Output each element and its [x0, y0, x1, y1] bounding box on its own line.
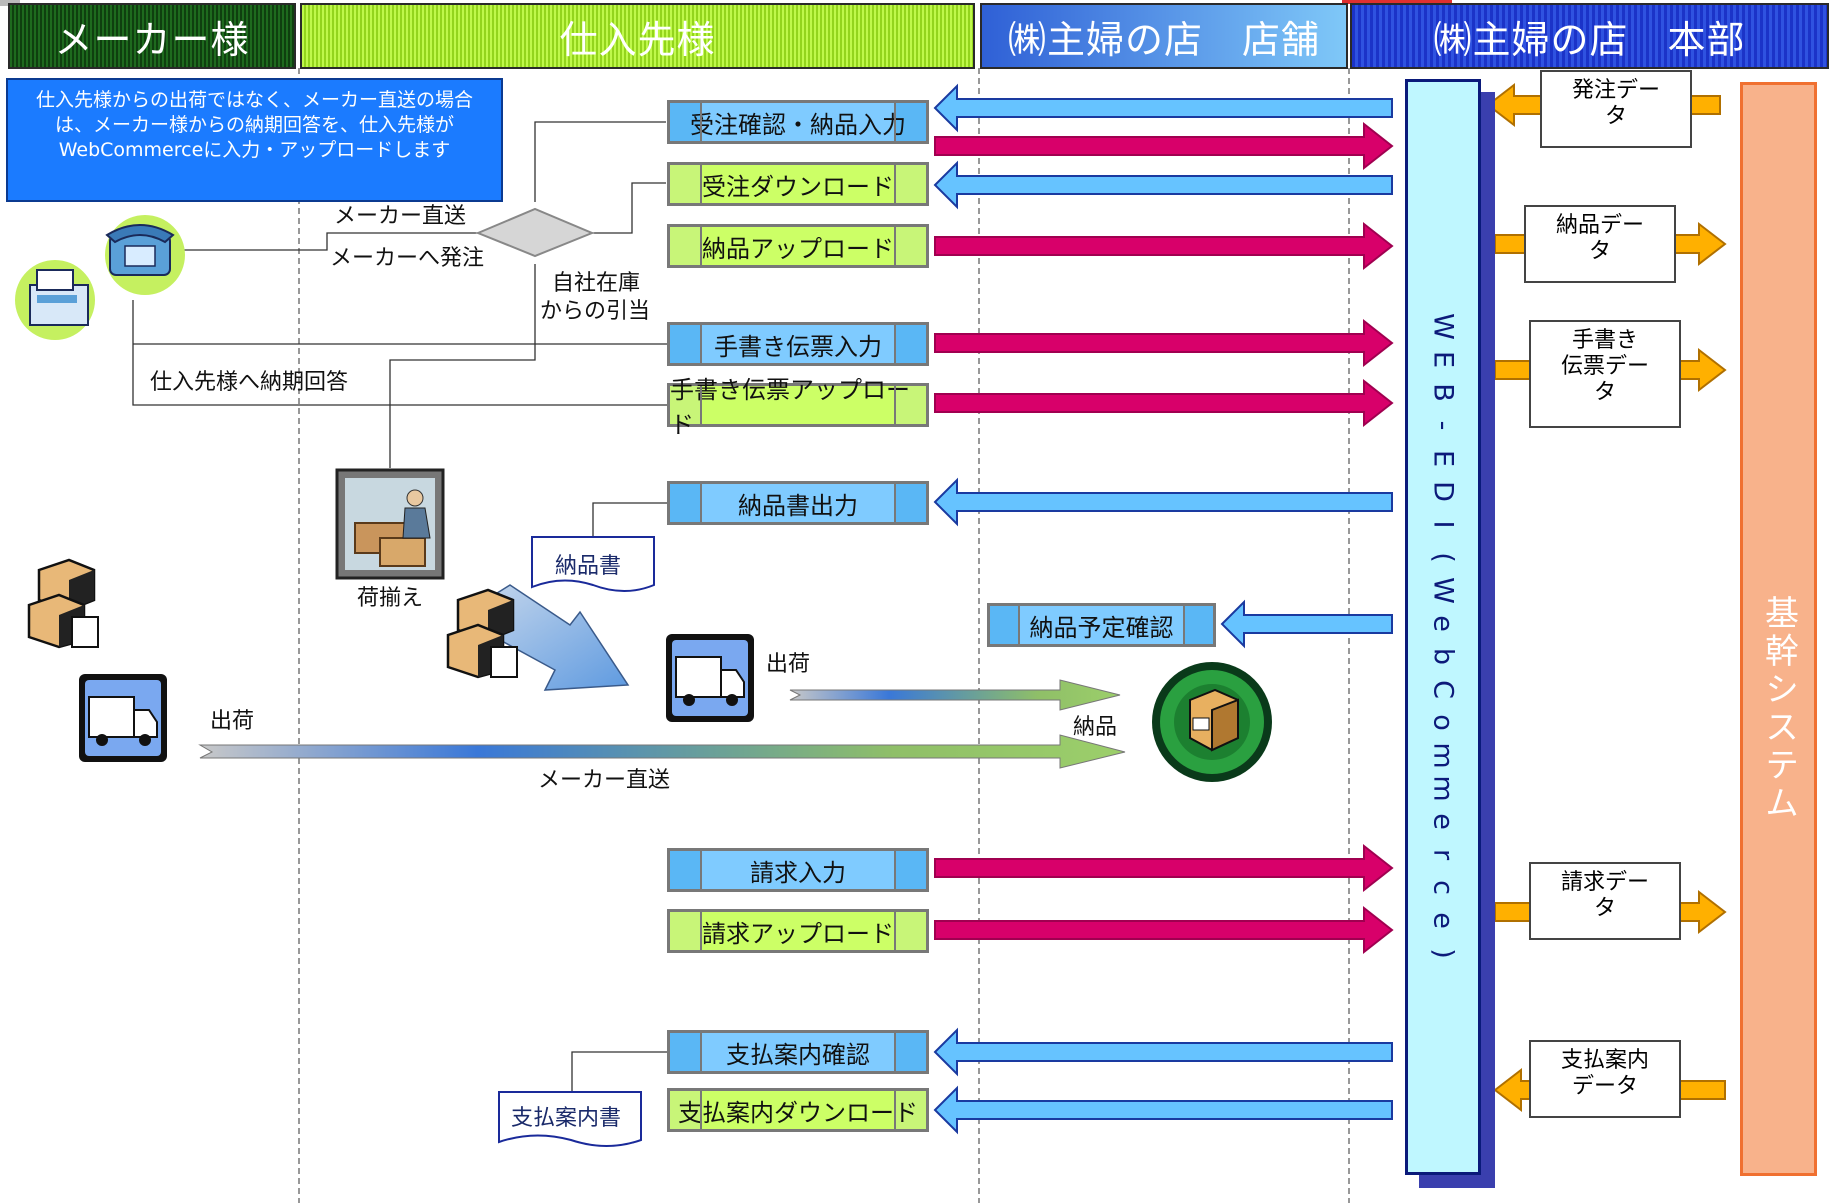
magenta-arrow-2	[934, 318, 1394, 368]
core-system-column: 基幹システム	[1740, 82, 1817, 1176]
box-label: 請求入力	[750, 858, 846, 887]
blue-arrow-schedule	[1220, 599, 1393, 649]
box-delivery-upload[interactable]: 納品アップロード	[667, 224, 929, 268]
label-order-to-maker: メーカーへ発注	[330, 246, 485, 271]
magenta-arrow-5	[934, 905, 1394, 955]
magenta-arrow-4	[934, 843, 1394, 893]
box-order-download[interactable]: 受注ダウンロード	[667, 162, 929, 206]
lane-header-supplier: 仕入先様	[300, 3, 975, 69]
box-label: 支払案内確認	[726, 1040, 870, 1069]
label-ship-maker: 出荷	[210, 709, 255, 734]
data-doc-line: タ	[1588, 239, 1611, 264]
connector-diamond-top	[534, 121, 666, 202]
data-doc-line: 伝票デー	[1560, 354, 1649, 379]
ship-arrow-supplier	[789, 679, 1121, 711]
warehouse-worker-icon	[335, 468, 445, 580]
data-doc-handwritten: 手書き 伝票デー タ	[1529, 320, 1681, 428]
connector-diamond-right	[590, 182, 666, 234]
boxes-icon-maker	[27, 558, 99, 649]
data-doc-payment: 支払案内 データ	[1529, 1040, 1681, 1118]
data-doc-line: タ	[1593, 380, 1616, 405]
magenta-arrow-0	[934, 121, 1394, 171]
box-delivery-schedule[interactable]: 納品予定確認	[987, 603, 1216, 647]
connector-phone-diamond	[180, 232, 478, 251]
box-payment-confirm[interactable]: 支払案内確認	[667, 1030, 929, 1074]
blue-arrow-1	[933, 160, 1393, 210]
direct-ship-note: 仕入先様からの出荷ではなく、メーカー直送の場合は、メーカー様からの納期回答を、仕…	[6, 78, 503, 202]
blue-arrow-2	[933, 1027, 1393, 1077]
web-edi-char: )	[1427, 948, 1459, 959]
phone-fax-icon	[15, 215, 185, 340]
payment-notice-doc-shape	[498, 1091, 642, 1147]
boxes-icon-supplier	[446, 588, 518, 679]
box-label: 手書き伝票入力	[714, 332, 882, 361]
data-doc-line: 手書き	[1571, 328, 1638, 353]
lane-header-store: ㈱主婦の店 店舗	[980, 3, 1348, 69]
connector-fax-reply	[132, 300, 667, 406]
box-label: 支払案内ダウンロード	[678, 1098, 918, 1127]
blue-arrow-3	[933, 1085, 1393, 1135]
box-label: 受注確認・納品入力	[690, 110, 906, 139]
magenta-arrow-3	[934, 378, 1394, 428]
data-doc-line: タ	[1593, 896, 1616, 921]
box-slip-output[interactable]: 納品書出力	[667, 481, 929, 525]
label-ship-supplier: 出荷	[766, 652, 811, 677]
data-doc-line: 納品デー	[1555, 213, 1644, 238]
box-order-confirm[interactable]: 受注確認・納品入力	[667, 100, 929, 144]
delivery-slip-doc-shape	[531, 536, 655, 592]
box-handwritten-upload[interactable]: 手書き伝票アップロード	[667, 376, 929, 439]
label-picking: 荷揃え	[357, 586, 424, 611]
box-label: 受注ダウンロード	[702, 172, 894, 201]
delivery-slip-doc: 納品書	[555, 554, 622, 579]
box-label: 請求アップロード	[702, 919, 894, 948]
payment-notice-doc: 支払案内書	[511, 1106, 622, 1131]
lane-header-maker: メーカー様	[8, 3, 296, 69]
blue-arrows	[933, 83, 1393, 1135]
magenta-arrows	[934, 121, 1394, 955]
data-doc-line: 発注デー	[1571, 78, 1660, 103]
accent-tab	[1342, 0, 1452, 4]
lane-header-hq: ㈱主婦の店 本部	[1350, 3, 1829, 69]
data-doc-invoice: 請求デー タ	[1529, 862, 1681, 940]
box-label: 手書き伝票アップロード	[670, 376, 910, 439]
label-reply: 仕入先様へ納期回答	[150, 370, 349, 395]
data-doc-line: タ	[1604, 104, 1627, 129]
data-doc-order: 発注デー タ	[1540, 70, 1692, 148]
data-doc-delivery: 納品デー タ	[1524, 205, 1676, 283]
data-doc-line: データ	[1571, 1074, 1638, 1099]
box-label: 納品書出力	[738, 491, 858, 520]
blue-arrow-slip	[933, 477, 1393, 527]
truck-icon-supplier	[666, 634, 754, 722]
label-stock-1: 自社在庫	[552, 271, 641, 296]
connector-slip	[592, 502, 667, 537]
label-stock-2: からの引当	[540, 299, 651, 324]
box-handwritten-input[interactable]: 手書き伝票入力	[667, 322, 929, 366]
core-system-label: 基幹システム	[1758, 595, 1799, 823]
label-direct: メーカー直送	[334, 204, 467, 229]
box-invoice-input[interactable]: 請求入力	[667, 848, 929, 892]
truck-icon-maker	[79, 674, 167, 762]
box-label: 納品アップロード	[702, 234, 894, 263]
box-label: 納品予定確認	[1029, 613, 1174, 642]
magenta-arrow-1	[934, 221, 1394, 271]
box-payment-download[interactable]: 支払案内ダウンロード	[667, 1088, 929, 1132]
connector-diamond-down	[389, 264, 536, 468]
connector-payment-doc	[571, 1051, 667, 1092]
data-doc-line: 請求デー	[1560, 870, 1649, 895]
data-doc-line: 支払案内	[1560, 1048, 1649, 1073]
label-delivery: 納品	[1073, 715, 1118, 740]
ship-arrow-maker	[198, 734, 1126, 769]
blue-arrow-0	[933, 83, 1393, 133]
decision-diamond	[475, 207, 595, 258]
label-direct-ship: メーカー直送	[538, 768, 671, 793]
package-icon	[1152, 662, 1272, 782]
box-invoice-upload[interactable]: 請求アップロード	[667, 909, 929, 953]
